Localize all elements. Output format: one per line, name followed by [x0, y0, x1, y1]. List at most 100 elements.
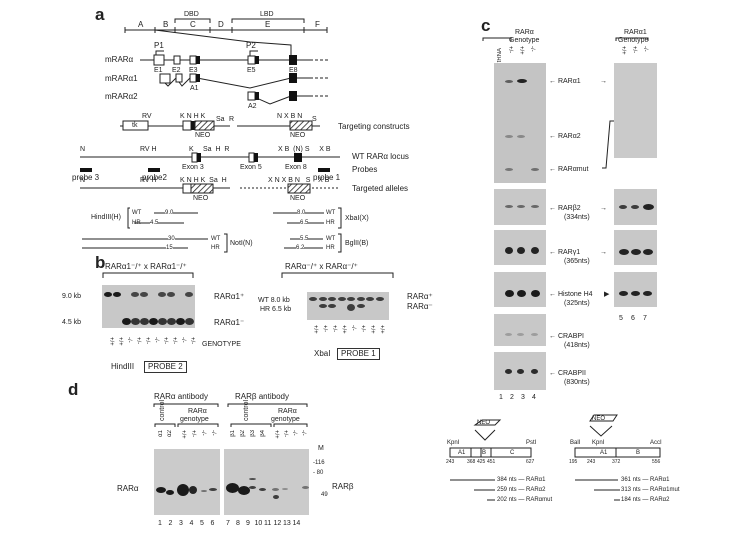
d-lane-13: 13 [283, 520, 291, 527]
d-control-β2: β2 [240, 430, 246, 437]
band-rarb2 [643, 204, 654, 210]
band-rarg1 [619, 249, 629, 255]
arrow-rarg1-right: → [600, 249, 607, 256]
western-blot-rarb [224, 449, 309, 515]
noti-wt-label: WT [211, 236, 221, 242]
d-left-header: RARα antibody [154, 392, 208, 401]
d-genotype-0: +/+ [180, 430, 186, 439]
wt-site-n: N [80, 146, 86, 153]
row-label-targeted-alleles: Targeted alleles [352, 184, 409, 193]
trna-label: tRNA [497, 48, 503, 63]
band-rarg1 [505, 247, 513, 254]
band-rarb [272, 488, 279, 491]
map-right-seg-b: B [636, 450, 641, 456]
c-left-header-2: Genotype [509, 37, 540, 44]
band-rarg1 [643, 249, 653, 255]
band-rara2 [505, 135, 513, 138]
ta-sites-rvh: RV H [140, 177, 157, 184]
genotype-6: -/- [153, 337, 159, 343]
band-wt [167, 292, 175, 297]
d-lane-3: 3 [179, 520, 183, 527]
d-lane-11: 11 [264, 520, 272, 527]
band-h4 [531, 290, 540, 297]
c1-genotype-1: +/+ [620, 46, 626, 55]
map-left-coord-243: 243 [446, 459, 455, 465]
probe-size-3: (334nts) [564, 214, 590, 221]
hindiii-wt-label: WT [132, 210, 142, 216]
probe-3-label: probe 3 [72, 173, 100, 182]
band-h4 [619, 291, 628, 296]
digest-noti: NotI(N) [230, 240, 253, 247]
band-crabpi [505, 333, 512, 336]
band-label-rarb-d: RARβ [332, 482, 354, 491]
band-rara [189, 486, 197, 494]
band-h4 [631, 291, 640, 296]
wt-sites-right: X B (N) S X B [278, 146, 331, 153]
d-right-header: RARβ antibody [235, 392, 289, 401]
band-mut [140, 318, 149, 325]
band-rarb [238, 486, 250, 495]
map-left-psti: PstI [526, 440, 537, 446]
isoform-mrara: mRARα [105, 55, 134, 64]
rpa-gel-right [614, 272, 657, 307]
wt-sites-sa-h-r: Sa H R [203, 146, 230, 153]
wt-exon-3: Exon 3 [182, 164, 204, 171]
d-lane-2: 2 [168, 520, 173, 527]
arrow-h4-right: ▶ [604, 291, 610, 298]
domain-c: C [190, 20, 196, 29]
band-rarb [273, 495, 279, 499]
rpa-gel-top-right [614, 63, 657, 158]
band-mut [149, 318, 158, 325]
band-mut [122, 318, 131, 325]
c-genotype-1: +/- [507, 46, 513, 54]
band-rarb [249, 478, 256, 480]
band-rara [209, 488, 217, 491]
band-wt [375, 297, 384, 301]
map-left-kpni: KpnI [447, 440, 460, 446]
marker-49: 49 [321, 492, 328, 498]
band-wt [158, 292, 166, 297]
d-control-α1: α1 [158, 430, 164, 437]
band-label-rara-minus: RARα⁻ [407, 302, 433, 311]
cross-right: RARα⁻/⁺ x RARα⁻/⁺ [285, 262, 358, 271]
c-right-header-1: RARα1 [624, 29, 647, 36]
d-lane-12: 12 [273, 520, 282, 527]
band-mut [347, 304, 355, 311]
band-label-rara1-minus: RARα1⁻ [214, 318, 245, 327]
lane-number-7: 7 [643, 315, 647, 322]
band-crabpi [517, 333, 524, 336]
probe-1-box: PROBE 1 [337, 348, 380, 360]
band-wt [318, 297, 327, 301]
domain-e: E [265, 20, 271, 29]
map-right-coord-195: 195 [569, 459, 578, 465]
exon-a1: A1 [190, 85, 199, 92]
band-rara [177, 484, 189, 496]
bglii-hr-label: HR [326, 245, 335, 251]
band-h4 [643, 291, 652, 296]
size-label-4.5kb: 4.5 kb [62, 319, 82, 326]
lane-number-3: 3 [521, 394, 525, 401]
panel-label-a: a [95, 5, 105, 24]
probe-size-4: (365nts) [564, 258, 590, 265]
exon-e8: E8 [289, 67, 298, 74]
probe-size-7: (830nts) [564, 379, 590, 386]
d-lane-14: 14 [292, 520, 301, 527]
d-control-β1: β1 [230, 430, 236, 437]
bglii-wt-size: 5.5 [300, 236, 309, 242]
d-right-geno-1: RARα [278, 408, 297, 415]
band-rara1 [517, 79, 527, 83]
dbd-label: DBD [184, 11, 199, 18]
wt-site-k: K [189, 146, 194, 153]
band-wt [328, 297, 336, 301]
d-lane-7: 7 [226, 520, 230, 527]
bglii-wt-label: WT [326, 236, 336, 242]
genotype-r-6: +/- [359, 325, 366, 333]
d-lane-4: 4 [189, 520, 194, 527]
band-wt [131, 292, 139, 297]
probe-2-box: PROBE 2 [144, 361, 187, 373]
neo-label-4: NEO [290, 195, 306, 202]
xbai-wt-size: 8.0 [297, 210, 306, 216]
genotype-7: +/- [162, 337, 168, 345]
d-genotype-3: -/- [210, 430, 216, 436]
